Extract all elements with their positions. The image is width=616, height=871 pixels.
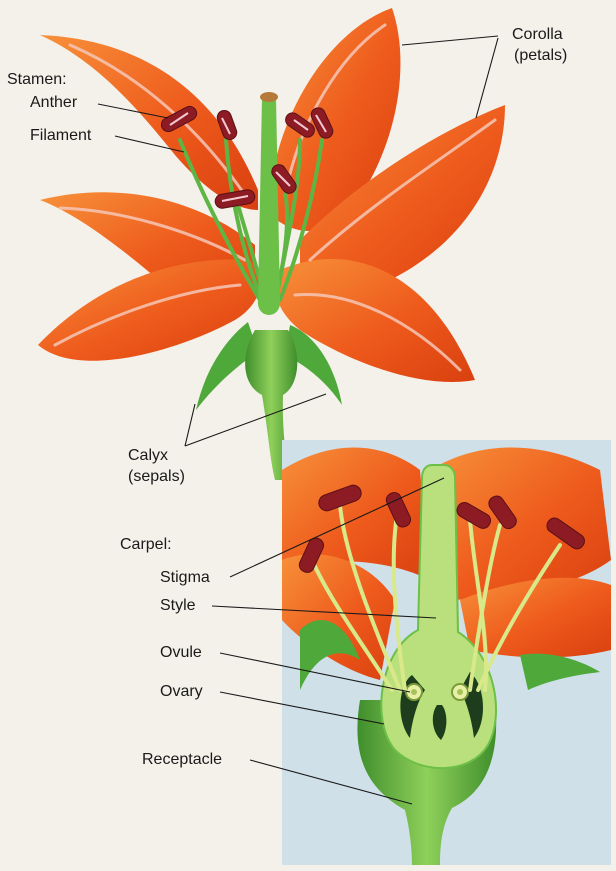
- calyx-label: Calyx: [128, 446, 168, 465]
- cross-section-inset: [282, 440, 611, 865]
- corolla-sub-label: (petals): [514, 46, 567, 65]
- ovary-label: Ovary: [160, 682, 203, 701]
- leader-calyx-2: [185, 394, 326, 446]
- corolla-label: Corolla: [512, 25, 563, 44]
- receptacle-label: Receptacle: [142, 750, 222, 769]
- carpel-label: Carpel:: [120, 535, 172, 554]
- main-stigma: [260, 92, 278, 102]
- leader-corolla-2: [476, 38, 498, 118]
- stigma-label: Stigma: [160, 568, 210, 587]
- ovule-label: Ovule: [160, 643, 202, 662]
- filament-label: Filament: [30, 126, 91, 145]
- calyx-sub-label: (sepals): [128, 467, 185, 486]
- leader-corolla-1: [402, 36, 498, 45]
- style-label: Style: [160, 596, 196, 615]
- anther-label: Anther: [30, 93, 77, 112]
- stamen-label: Stamen:: [7, 70, 67, 89]
- main-style: [258, 98, 280, 315]
- lily-illustration: [38, 8, 505, 480]
- leader-calyx-1: [185, 404, 195, 446]
